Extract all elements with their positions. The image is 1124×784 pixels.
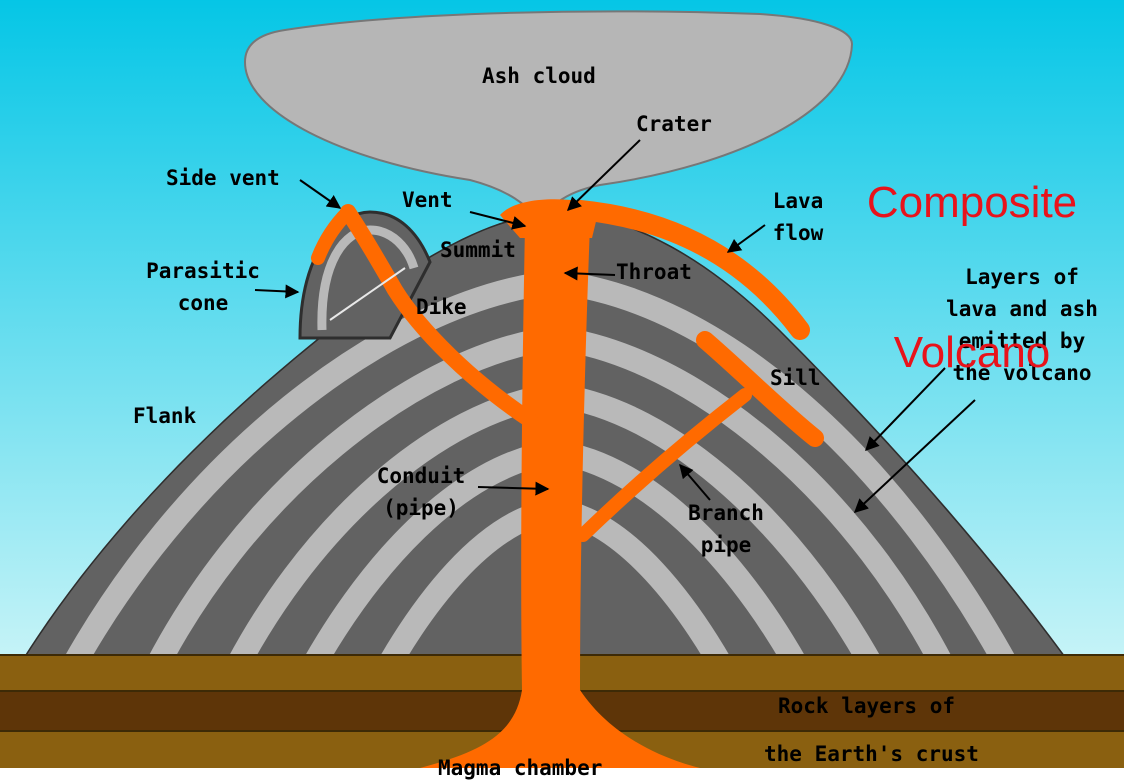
arrow-side-vent: [299, 179, 342, 209]
label-arrows: [254, 139, 976, 513]
label-rock-layers-line1: Rock layers of: [778, 694, 956, 718]
title-line-1: Composite: [866, 178, 1078, 227]
label-summit: Summit: [440, 238, 516, 262]
arrow-layers-1: [865, 367, 946, 452]
magma-channels: [311, 200, 824, 542]
label-branch-pipe: Branch pipe: [688, 501, 764, 557]
arrow-vent: [469, 211, 527, 230]
arrow-parasitic-cone: [254, 284, 300, 299]
label-side-vent: Side vent: [166, 166, 280, 190]
label-conduit: Conduit (pipe): [376, 464, 466, 520]
label-dike: Dike: [416, 295, 467, 319]
label-lava-flow: Lava flow: [772, 189, 824, 245]
label-flank: Flank: [133, 404, 197, 428]
arrow-lava-flow: [726, 224, 766, 253]
label-ash-cloud: Ash cloud: [482, 64, 596, 88]
label-magma-chamber: Magma chamber: [438, 756, 603, 780]
arrow-crater: [566, 139, 641, 211]
label-sill: Sill: [770, 366, 821, 390]
ash-cloud: [243, 10, 854, 224]
parasitic-dike-line: [329, 267, 406, 321]
label-rock-layers-line2: the Earth's crust: [764, 742, 979, 766]
arrow-throat: [563, 266, 616, 281]
label-throat: Throat: [616, 260, 692, 284]
label-parasitic-cone: Parasitic cone: [146, 259, 260, 315]
label-layers: Layers of lava and ash emitted by the vo…: [946, 265, 1098, 385]
title-line-2: Volcano: [893, 328, 1051, 377]
volcano-illustration: [0, 0, 1124, 768]
diagram-title: Composite Volcano: [832, 78, 1112, 478]
arrow-branch-pipe: [679, 463, 711, 501]
label-vent: Vent: [402, 188, 453, 212]
arrow-layers-2: [853, 399, 976, 513]
label-crater: Crater: [636, 112, 712, 136]
arrow-conduit: [477, 481, 550, 496]
